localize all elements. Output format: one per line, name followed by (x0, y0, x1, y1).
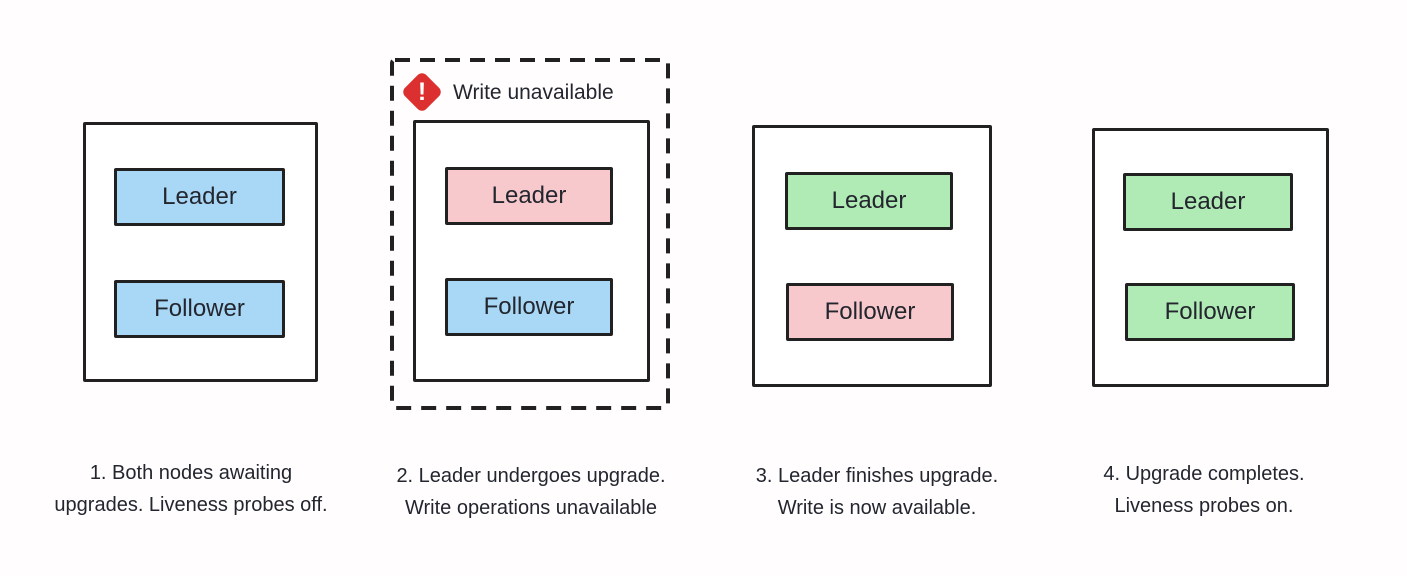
step2-caption-line1: 2. Leader undergoes upgrade. (396, 465, 666, 487)
step4-caption-line2: Liveness probes on. (1114, 495, 1294, 517)
step2-maintenance-dashed-border (390, 58, 670, 410)
step4-caption-line1: 4. Upgrade completes. (1103, 463, 1305, 485)
step3-node-group-box (752, 125, 992, 387)
step1-caption-line1: 1. Both nodes awaiting (89, 462, 293, 484)
step1-follower-node: Follower (114, 280, 285, 338)
step4-leader-node: Leader (1123, 173, 1293, 231)
alert-exclamation-glyph: ! (417, 77, 427, 106)
step2-follower-node: Follower (445, 278, 613, 336)
alert-diamond-icon: ! (400, 70, 444, 114)
step1-leader-node: Leader (114, 168, 285, 226)
step4-follower-node: Follower (1125, 283, 1295, 341)
step1-node-group-box (83, 122, 318, 382)
step2-node-group-box (413, 120, 650, 382)
step2-caption-line2: Write operations unavailable (404, 497, 657, 519)
step4-caption: 4. Upgrade completes. Liveness probes on… (1034, 458, 1374, 522)
step2-caption: 2. Leader undergoes upgrade. Write opera… (361, 460, 701, 524)
step1-caption-line2: upgrades. Liveness probes off. (54, 494, 328, 516)
step4-node-group-box (1092, 128, 1329, 387)
step2-leader-node: Leader (445, 167, 613, 225)
step3-caption: 3. Leader finishes upgrade. Write is now… (707, 460, 1047, 524)
write-unavailable-label: Write unavailable (453, 81, 614, 104)
step3-caption-line1: 3. Leader finishes upgrade. (755, 465, 999, 487)
step3-caption-line2: Write is now available. (777, 497, 977, 519)
step3-follower-node: Follower (786, 283, 954, 341)
step3-leader-node: Leader (785, 172, 953, 230)
step1-caption: 1. Both nodes awaiting upgrades. Livenes… (21, 457, 361, 521)
